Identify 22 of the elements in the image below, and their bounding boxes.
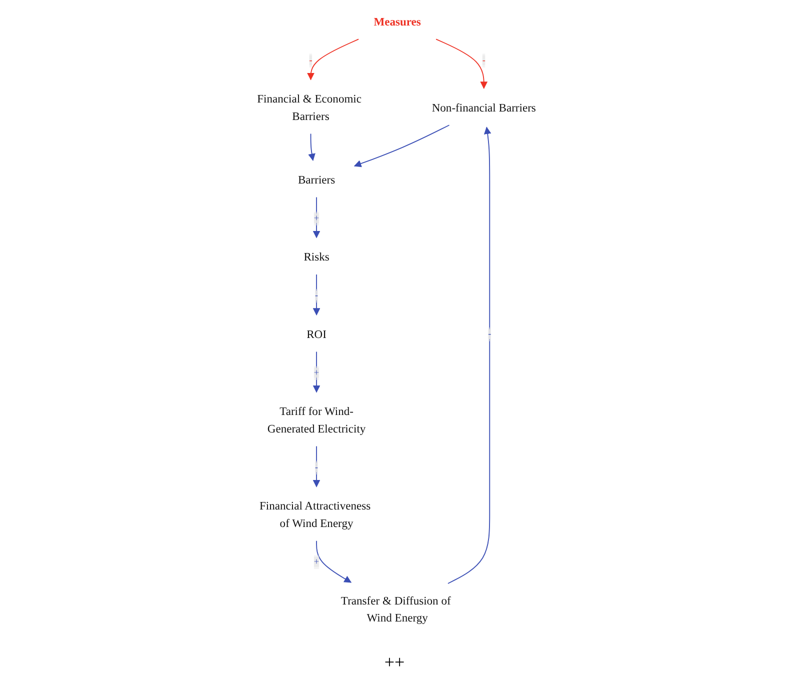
edge-label: + xyxy=(314,368,320,378)
arrow xyxy=(308,133,316,162)
node-text: ROI xyxy=(306,328,326,341)
node-text: Measures xyxy=(374,16,421,28)
arrow xyxy=(316,540,352,583)
node-text: Financial Attractiveness of Wind Energy xyxy=(260,500,371,530)
edge-label: + xyxy=(314,556,320,567)
edge-label: - xyxy=(488,329,492,340)
edge-label: - xyxy=(309,55,312,66)
edge-label: + xyxy=(314,213,320,224)
arrow xyxy=(354,124,450,168)
node-text: Non-financial Barriers xyxy=(432,101,536,114)
node-text: Barriers xyxy=(298,174,336,186)
edge-label: - xyxy=(314,290,318,300)
node-text: Transfer & Diffusion of Wind Energy xyxy=(340,594,451,624)
edge-label: - xyxy=(314,462,318,472)
arrow xyxy=(436,38,488,89)
polarity-sign: ++ xyxy=(384,652,405,672)
node-text: Tariff for Wind-Generated Electricity xyxy=(267,405,366,436)
edge-label: - xyxy=(482,55,486,66)
node-text: Risks xyxy=(304,250,330,264)
node-text: Financial & Economic Barriers xyxy=(257,92,362,123)
